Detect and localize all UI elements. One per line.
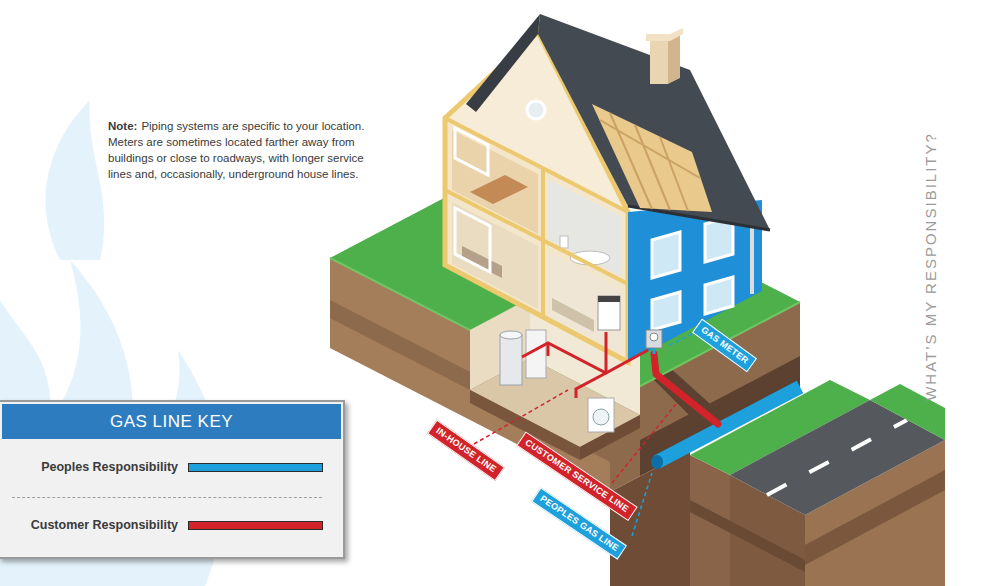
attic-window [527,101,545,119]
flame-watermark [46,100,105,260]
leader-line [612,404,676,483]
gas-meter [646,330,662,348]
house-window [705,277,733,314]
tag-text: GAS METER [699,324,750,365]
in-house-pipe [547,343,550,356]
leader-line [668,334,692,346]
pipe-end [651,455,663,469]
legend-label: Peoples Responsibility [0,459,178,475]
roof-trusses [592,104,712,212]
floor-slab [445,190,628,284]
line-tag: GAS METER [692,318,757,372]
line-tag: CUSTOMER SERVICE LINE [516,431,637,520]
truss-beam [610,113,652,209]
note-text: Piping systems are specific to your loca… [108,120,364,180]
washer [588,398,614,432]
leader-line [474,390,568,444]
meter-stub [653,348,656,354]
roof [466,14,540,112]
partition-wall [541,240,545,315]
legend-header: GAS LINE KEY [2,404,341,439]
in-house-pipe [605,332,608,373]
stove [598,296,620,330]
legend-divider [12,497,322,498]
toilet [560,236,568,248]
house-window [652,292,680,330]
roof [538,14,770,230]
water-heater [500,335,522,385]
truss-beam [635,125,670,210]
in-house-pipe [522,343,648,373]
note-heading: Note: [108,120,137,132]
chimney-cap [646,28,683,41]
chimney [650,40,668,84]
road-marking [767,420,907,495]
in-house-pipe [576,373,606,398]
customer-service-pipe [654,354,718,424]
line-tag: IN-HOUSE LINE [427,419,505,480]
legend-panel: GAS LINE KEY Peoples ResponsibilityCusto… [0,400,345,559]
window-frame [455,208,490,272]
truss-beam [600,120,700,178]
chimney [668,34,680,84]
stove-top [598,296,620,302]
note-paragraph: Note:Piping systems are specific to your… [108,118,374,182]
basement-wall [470,298,530,390]
truss-beam [660,137,688,211]
washer-door [593,409,609,425]
side-heading: WHAT’S MY RESPONSIBILITY? [921,132,938,401]
tag-text: IN-HOUSE LINE [434,425,498,474]
legend-swatch [188,463,323,472]
window-frame [455,128,488,175]
partition-wall [541,168,545,240]
legend-title: GAS LINE KEY [110,412,233,431]
bed [470,175,528,204]
peoples-gas-main [657,387,800,462]
water-heater [500,331,522,339]
house-window [652,232,680,278]
soil-stratum [690,500,805,572]
legend-label: Customer Responsibility [0,517,178,533]
legend-swatch [188,521,323,530]
meter-dial [650,333,658,341]
truss-beams [600,113,700,211]
